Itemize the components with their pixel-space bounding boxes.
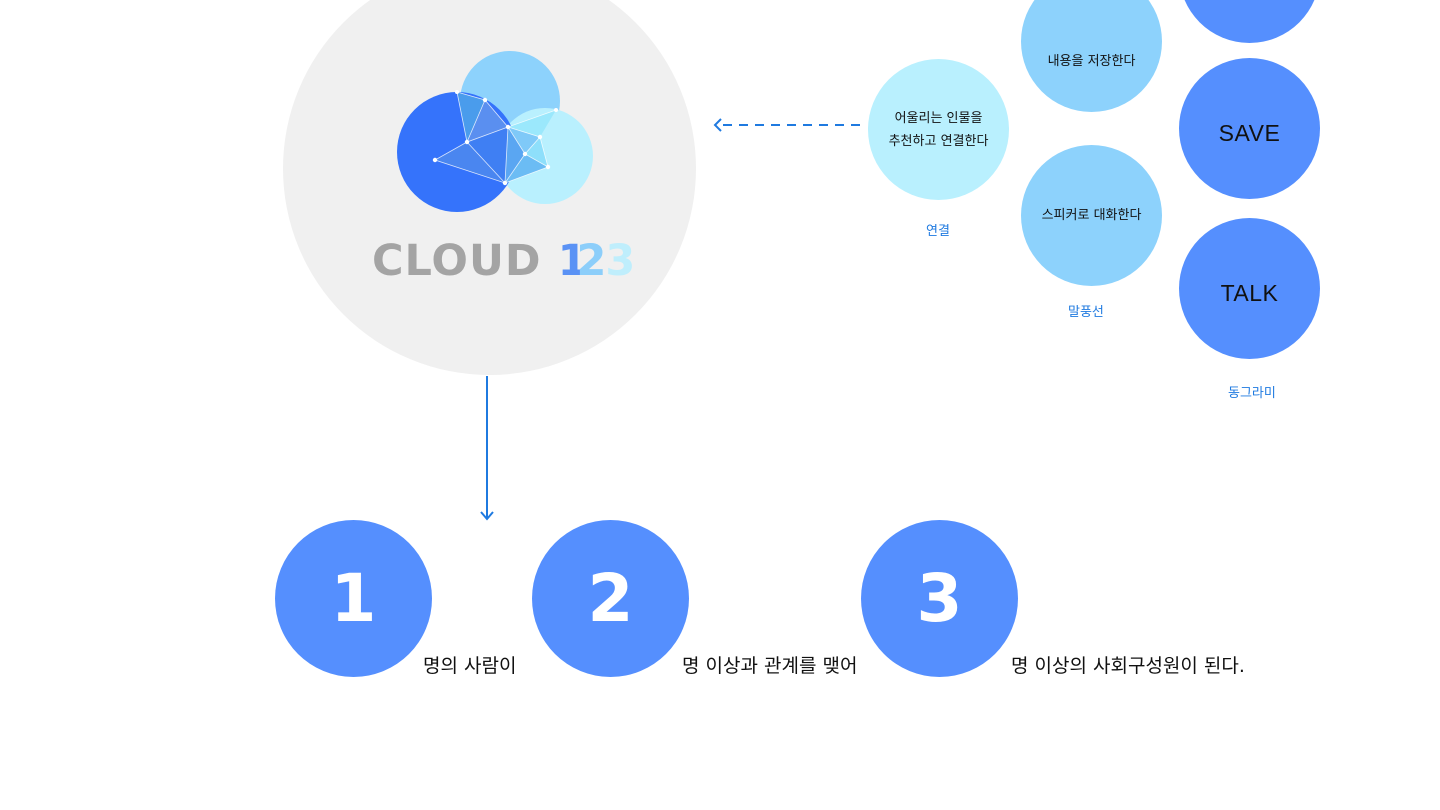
step-1-number: 1 [330,560,377,637]
chevron-left-icon [713,118,722,132]
save-text: 내용을 저장한다 [1047,54,1136,69]
save-text-bubble: 내용을 저장한다 [1021,0,1162,112]
talk-text: 스피커로 대화한다 [1041,208,1142,223]
step-3-text: 명 이상의 사회구성원이 된다. [1011,655,1245,677]
step-3-number: 3 [916,560,963,637]
brand-word: CLOUD [372,236,542,286]
save-label: SAVE [1218,120,1281,146]
brand-digit-2: 2 [576,236,608,286]
circle-caption: 동그라미 [1228,386,1276,401]
step-3-circle: 3 [861,520,1018,677]
talk-text-bubble: 스피커로 대화한다 [1021,145,1162,286]
arrow-down-icon [480,511,494,521]
save-circle: SAVE [1179,58,1320,199]
brand-digit-3: 3 [605,236,637,286]
talk-circle: TALK [1179,218,1320,359]
cloud-network-icon [397,51,593,212]
step-2-number: 2 [587,560,634,637]
connect-bubble: 어울리는 인물을 추천하고 연결한다 [868,59,1009,200]
brand-digit-1: 1 [557,236,589,286]
connect-bubble-text: 어울리는 인물을 추천하고 연결한다 [888,110,989,149]
speech-bubble-caption: 말풍선 [1068,305,1104,320]
step-1-text: 명의 사람이 [423,655,517,677]
connect-caption: 연결 [926,224,950,239]
step-2-text: 명 이상과 관계를 맺어 [682,655,858,677]
step-1-circle: 1 [275,520,432,677]
brand-wordmark: CLOUD 123 [372,233,636,289]
talk-label: TALK [1220,280,1279,306]
step-2-circle: 2 [532,520,689,677]
